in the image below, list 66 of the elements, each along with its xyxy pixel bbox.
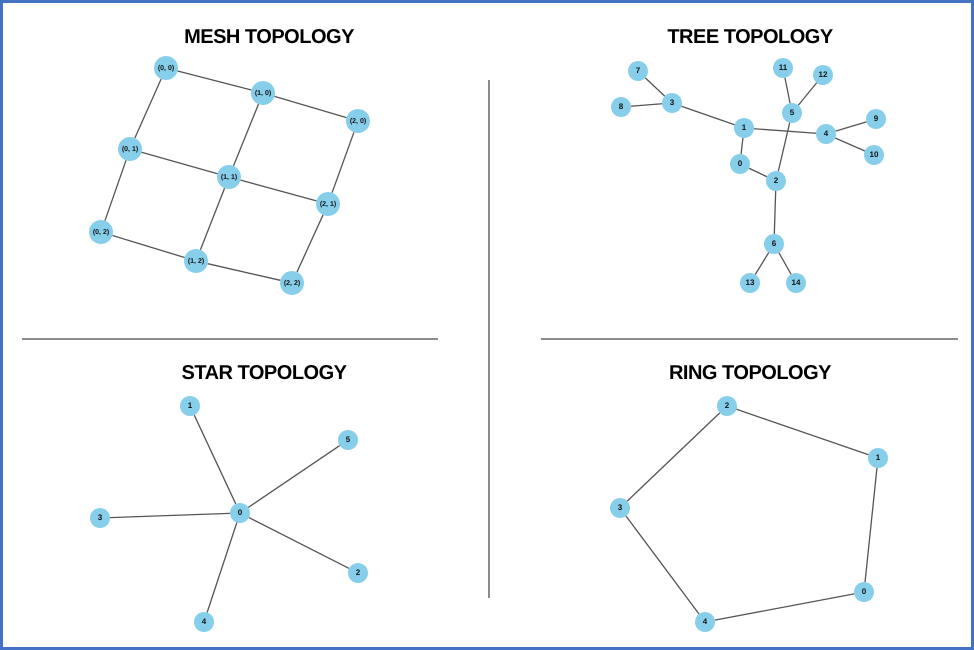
connector-line [248,516,350,570]
section-title: RING TOPOLOGY [668,361,832,386]
network-node: 11 [773,58,793,78]
connector-line [644,77,666,97]
network-node: 3 [662,93,682,113]
connector-line [748,168,768,178]
connector-line [208,263,280,281]
network-node: 9 [866,109,886,129]
connector-line [784,78,791,104]
connector-line [104,160,127,221]
network-node: 5 [338,430,358,450]
section-title: STAR TOPOLOGY [182,361,346,386]
network-node: 10 [864,145,884,165]
network-node: 1 [868,448,888,468]
connector-line [248,445,340,508]
connector-line [112,234,185,258]
connector-line [798,82,818,106]
connector-line [754,252,770,275]
connector-line [835,121,867,132]
network-node: 0 [730,154,750,174]
network-node: 7 [628,61,648,81]
connector-line [240,180,317,202]
connector-line [110,512,230,518]
network-node: 6 [764,234,784,254]
network-node: 1 [734,118,754,138]
network-node: 0 [230,503,250,523]
network-node: 2 [717,396,737,416]
connector-line [200,188,226,250]
connector-line [296,214,324,272]
network-node: 4 [695,612,715,632]
network-node: 3 [610,498,630,518]
section-title: TREE TOPOLOGY [667,25,833,50]
connector-line [134,78,162,138]
connector-line [754,128,816,134]
connector-line [232,104,260,166]
connector-line [778,122,790,172]
network-node: 8 [611,97,631,117]
network-node: 3 [90,508,110,528]
connector-line [774,190,776,234]
network-node: 13 [740,273,760,293]
connector-line [206,522,238,613]
connector-line [778,252,792,275]
network-node: 12 [813,65,833,85]
connector-line [714,593,854,621]
connector-line [274,96,347,118]
network-node: 5 [782,103,802,123]
network-node: 4 [816,124,836,144]
connector-line [681,106,735,126]
network-node: 2 [348,563,368,583]
network-node: 2 [766,171,786,191]
connector-line [630,103,662,107]
connector-line [194,414,236,504]
connector-line [834,137,866,152]
connector-line [331,132,355,193]
network-node: 1 [180,396,200,416]
connector-line [736,408,869,456]
connector-line [864,468,878,582]
network-node: 4 [194,612,214,632]
connector-line [740,138,744,154]
network-node: 0 [854,582,874,602]
connector-line [625,516,700,614]
connector-line [177,70,252,91]
network-node: 14 [786,273,806,293]
section-title: MESH TOPOLOGY [184,25,354,50]
connector-line [626,412,720,502]
connector-line [141,152,218,174]
